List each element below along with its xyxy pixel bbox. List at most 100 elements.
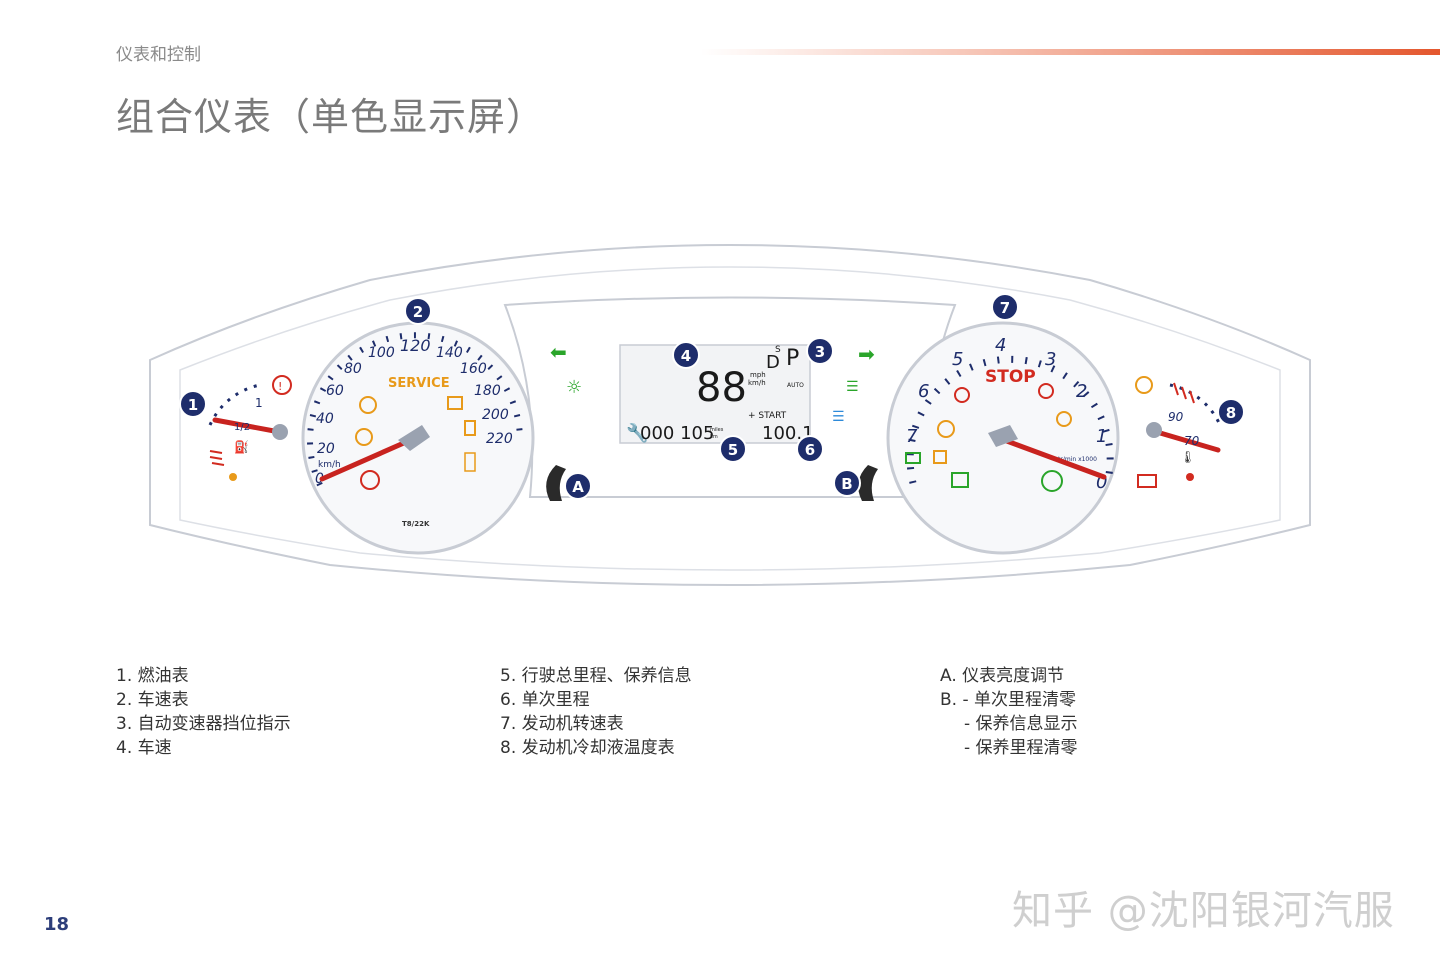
legend-item: 7. 发动机转速表	[500, 714, 624, 734]
temp-needle	[1147, 427, 1221, 453]
legend-subitem: - 保养里程清零	[964, 738, 1078, 758]
seatbelt-warning-icon	[954, 387, 970, 403]
speedo-tick-220: 220	[486, 431, 513, 447]
front-fog-icon	[905, 452, 921, 464]
speed-unit-top: mph	[750, 371, 766, 379]
temp-mark-90: 90	[1168, 410, 1184, 424]
speedo-tick-180: 180	[474, 383, 501, 399]
callout-a: A	[564, 472, 592, 500]
callout-6: 6	[796, 435, 824, 463]
speedo-code: T8/22K	[402, 520, 430, 528]
esp-icon	[447, 396, 463, 410]
svg-text:6: 6	[805, 441, 815, 459]
knob-a[interactable]	[546, 465, 566, 501]
fuel-pump-icon: ⛽	[234, 440, 249, 454]
callout-1: 1	[179, 390, 207, 418]
brake-warning-icon	[272, 375, 292, 395]
tacho-unit: tr/min x1000	[1058, 456, 1097, 463]
speedometer: 0 20 40 60 80 100 120 140 160 180 200 22…	[301, 321, 535, 555]
svg-text:1: 1	[188, 396, 198, 414]
tacho-tick-2: 2	[1076, 381, 1087, 402]
legend-subitem: - 保养信息显示	[964, 714, 1078, 734]
callout-3: 3	[806, 337, 834, 365]
auto-wiper-label: AUTO	[787, 382, 804, 389]
start-stop-indicator: + START	[748, 411, 787, 421]
tacho-tick-1: 1	[1096, 426, 1107, 447]
seatbelt-icon	[464, 420, 476, 436]
callout-8: 8	[1217, 398, 1245, 426]
speedo-tick-160: 160	[460, 361, 487, 377]
legend-item: 8. 发动机冷却液温度表	[500, 738, 675, 758]
svg-text:A: A	[572, 478, 584, 496]
engine-check-icon	[1056, 411, 1072, 427]
svg-text:2: 2	[413, 303, 423, 321]
legend-item: 1. 燃油表	[116, 666, 189, 686]
callout-5: 5	[719, 435, 747, 463]
coolant-icon: 🌡	[1180, 450, 1195, 464]
odometer-readout: 000 105	[640, 423, 714, 444]
watermark: 知乎 @沈阳银河汽服	[1012, 888, 1395, 934]
airbag-off-icon	[464, 452, 476, 472]
battery-icon	[1137, 474, 1157, 488]
tacho-needle-hub	[988, 425, 1018, 447]
speedo-needle-hub	[398, 425, 430, 451]
speedo-tick-60: 60	[326, 383, 344, 399]
callout-4: 4	[672, 341, 700, 369]
gear-p-indicator: P	[786, 346, 799, 371]
rear-fog-icon	[933, 450, 947, 464]
tyre-pressure-icon	[1135, 376, 1153, 394]
legend-column-1: 1. 燃油表 2. 车速表 3. 自动变速器挡位指示 4. 车速	[116, 664, 291, 760]
high-beam-icon: ☰	[832, 409, 845, 425]
speedo-tick-80: 80	[344, 361, 362, 377]
tacho-tick-7: 7	[906, 426, 918, 447]
low-fuel-red-marks	[209, 450, 225, 466]
service-indicator: SERVICE	[388, 376, 450, 391]
start-stop-auto-icon	[1041, 470, 1063, 492]
door-open-icon	[1038, 383, 1054, 399]
tacho-tick-4: 4	[995, 335, 1006, 356]
tacho-tick-3: 3	[1045, 349, 1056, 370]
parking-warning-icon	[359, 396, 377, 414]
temp-mark-70: 70	[1184, 434, 1200, 448]
wrench-icon: 🔧	[626, 422, 648, 444]
cluster-outer-outline	[149, 243, 1311, 587]
temp-needle-hub	[1146, 422, 1162, 438]
tacho-needle	[993, 434, 1107, 480]
fuel-gauge: 1 1/2 ⛽ !	[208, 375, 292, 481]
legend-column-3: A. 仪表亮度调节 B. - 单次里程清零 - 保养信息显示 - 保养里程清零	[940, 664, 1078, 760]
callout-2: 2	[404, 297, 432, 325]
parking-brake-icon	[360, 470, 380, 490]
high-temp-red-marks	[1173, 382, 1195, 404]
knob-b[interactable]	[858, 465, 878, 501]
page-title: 组合仪表（单色显示屏）	[116, 95, 546, 139]
left-turn-arrow-icon: ⬅	[550, 340, 567, 364]
fuel-warning-light	[229, 473, 237, 481]
svg-text:3: 3	[815, 343, 825, 361]
callout-b: B	[833, 469, 861, 497]
speedo-tick-140: 140	[436, 345, 463, 361]
lcd-screen	[619, 344, 811, 444]
low-beam-icon: ☰	[846, 379, 859, 395]
tacho-tick-5: 5	[952, 349, 963, 370]
coolant-temp-gauge: 90 70 🌡	[1135, 376, 1222, 488]
airbag-icon	[937, 420, 955, 438]
tachometer: 0 1 2 3 4 5 6 7 tr/min x1000 STOP	[886, 321, 1120, 555]
gear-d-indicator: D	[766, 352, 780, 373]
fuel-mark-1: 1	[255, 396, 263, 410]
speedo-unit: km/h	[318, 460, 341, 470]
page-number: 18	[44, 914, 70, 935]
speedo-tick-20: 20	[317, 441, 335, 457]
speed-readout: 88	[696, 365, 747, 411]
fuel-needle-hub	[272, 424, 288, 440]
legend-item: A. 仪表亮度调节	[940, 666, 1065, 686]
svg-text:B: B	[841, 475, 852, 493]
speedo-tick-120: 120	[400, 336, 431, 355]
svg-text:8: 8	[1226, 404, 1236, 422]
speedo-tick-200: 200	[482, 407, 509, 423]
steering-warning-icon	[355, 428, 373, 446]
svg-text:4: 4	[681, 347, 691, 365]
cluster-inner-outline	[179, 266, 1281, 571]
speed-unit-bottom: km/h	[748, 379, 766, 387]
right-turn-arrow-icon: ➡	[858, 342, 875, 366]
speedo-tick-40: 40	[316, 411, 334, 427]
